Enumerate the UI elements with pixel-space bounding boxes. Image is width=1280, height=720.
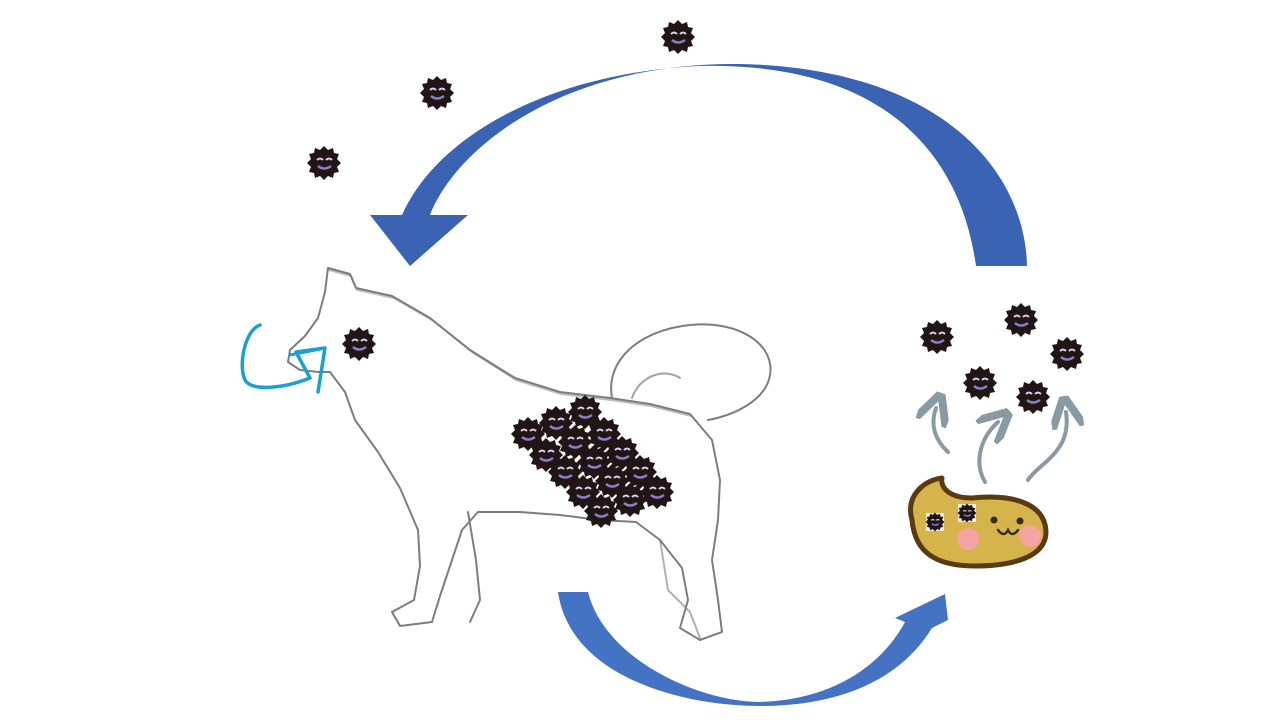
germ-icon bbox=[659, 18, 697, 56]
odor-arrow-icon bbox=[979, 422, 998, 484]
germ-icon bbox=[1048, 335, 1086, 373]
inhale-arrow-icon bbox=[240, 323, 327, 394]
curved-cycle-arrow-icon bbox=[558, 592, 948, 706]
dog-outline-icon bbox=[287, 267, 772, 641]
cycle-arrow-bottom bbox=[558, 592, 948, 706]
feces-germ-cloud bbox=[918, 301, 1086, 416]
odor-arrow-icon bbox=[933, 408, 950, 454]
cycle-arrow-top bbox=[370, 63, 1027, 267]
germ-icon bbox=[961, 364, 999, 402]
germ-icon bbox=[418, 74, 456, 112]
odor-arrows bbox=[933, 408, 1067, 484]
germ-icon bbox=[956, 502, 978, 524]
germ-icon bbox=[1014, 378, 1052, 416]
curved-cycle-arrow-icon bbox=[370, 63, 1027, 267]
germ-icon bbox=[305, 144, 343, 182]
germ-icon bbox=[1002, 301, 1040, 339]
germ-icon bbox=[918, 318, 956, 356]
airborne-germs bbox=[305, 18, 697, 182]
odor-arrow-icon bbox=[1026, 412, 1067, 482]
germ-icon bbox=[924, 511, 946, 533]
germ-icon bbox=[340, 325, 378, 363]
belly-germ-cluster bbox=[509, 393, 676, 530]
poop-character-icon bbox=[908, 475, 1049, 569]
